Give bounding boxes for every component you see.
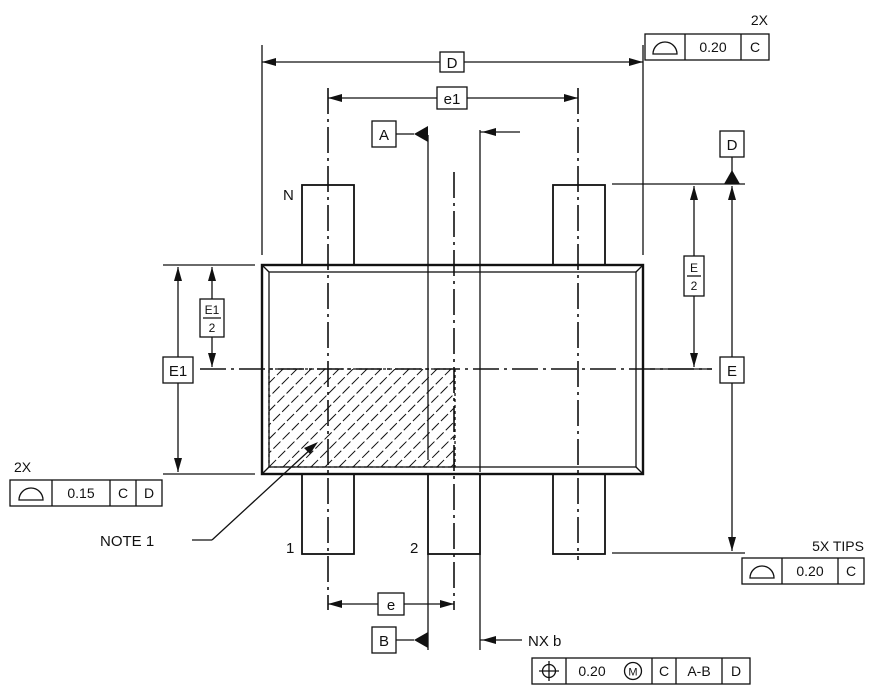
lead-bottom-right bbox=[552, 473, 606, 555]
hatch-line bbox=[338, 369, 438, 467]
fcf-tips-value: 0.20 bbox=[796, 563, 823, 579]
datum-d: D bbox=[719, 130, 745, 184]
pin1-hatched-region bbox=[268, 368, 647, 468]
hatch-line bbox=[422, 434, 455, 467]
half-e1-den: 2 bbox=[209, 321, 216, 335]
hatch-line bbox=[269, 369, 298, 398]
fcf-left: 2X 0.15 C D bbox=[9, 459, 163, 507]
hatch-line bbox=[507, 369, 605, 467]
datum-a-label: A bbox=[379, 127, 389, 144]
fcf-tips-datum: C bbox=[846, 563, 856, 579]
datum-b: B bbox=[371, 626, 428, 654]
hatch-line bbox=[282, 369, 382, 467]
dimension-half-e: E 2 bbox=[683, 186, 705, 367]
fcf-top-right: 2X 0.20 C bbox=[644, 12, 770, 61]
center-lines bbox=[200, 88, 712, 610]
pin-2-label: 2 bbox=[410, 540, 418, 557]
dim-e-label: E bbox=[727, 363, 737, 380]
note-1-label: NOTE 1 bbox=[100, 533, 154, 550]
dim-e1-side-label: E1 bbox=[169, 363, 187, 380]
half-e1-num: E1 bbox=[205, 303, 220, 317]
dimension-e: E bbox=[719, 186, 745, 551]
fcf-left-value: 0.15 bbox=[67, 485, 94, 501]
nx-b-callout: NX b bbox=[480, 633, 561, 650]
fcf-top-right-datum: C bbox=[750, 39, 760, 55]
fcf-position-datum1: C bbox=[659, 663, 669, 679]
datum-b-label: B bbox=[379, 633, 389, 650]
half-e-num: E bbox=[690, 261, 698, 275]
note-1-callout: NOTE 1 bbox=[100, 442, 318, 550]
lead-top-right bbox=[552, 184, 606, 266]
extension-lines bbox=[163, 45, 745, 650]
fcf-position-modifier: M bbox=[628, 667, 637, 679]
dimension-e-pitch: e bbox=[328, 592, 454, 616]
datum-a: A bbox=[371, 120, 428, 148]
hatch-line bbox=[269, 369, 284, 384]
nx-b-label: NX b bbox=[528, 633, 561, 650]
dimension-d: D bbox=[262, 51, 643, 73]
hatch-line bbox=[352, 369, 452, 467]
hatch-line bbox=[549, 369, 647, 467]
hatch-line bbox=[436, 448, 455, 467]
datum-d-label: D bbox=[727, 137, 738, 154]
fcf-top-right-count: 2X bbox=[751, 12, 769, 28]
fcf-left-count: 2X bbox=[14, 459, 32, 475]
dim-e-pitch-label: e bbox=[387, 597, 395, 614]
dimension-half-e1: E1 2 bbox=[199, 267, 225, 367]
hatch-line bbox=[269, 369, 354, 454]
hatch-line bbox=[269, 369, 368, 467]
fcf-tips: 5X TIPS 0.20 C bbox=[741, 538, 865, 585]
fcf-left-datum2: D bbox=[144, 485, 154, 501]
hatch-line bbox=[394, 406, 455, 467]
position-icon bbox=[539, 661, 559, 681]
half-e-den: 2 bbox=[691, 279, 698, 293]
hatch-line bbox=[296, 369, 396, 467]
hatch-line bbox=[269, 369, 270, 370]
fcf-top-right-value: 0.20 bbox=[699, 39, 726, 55]
hatch-line bbox=[324, 369, 424, 467]
fcf-position: 0.20 M C A-B D bbox=[531, 657, 751, 685]
hatch-line bbox=[269, 369, 326, 426]
hatch-line bbox=[450, 462, 455, 467]
dimension-e1: e1 bbox=[328, 86, 578, 110]
fcf-left-datum1: C bbox=[118, 485, 128, 501]
dim-d-label: D bbox=[447, 55, 458, 72]
fcf-tips-count: 5X TIPS bbox=[812, 538, 864, 554]
profile-of-surface-icon bbox=[749, 565, 775, 579]
hatch-line bbox=[366, 378, 455, 467]
profile-of-surface-icon bbox=[18, 487, 44, 501]
fcf-position-value: 0.20 bbox=[578, 663, 605, 679]
profile-of-surface-icon bbox=[652, 41, 678, 55]
hatch-line bbox=[310, 369, 410, 467]
hatch-line bbox=[380, 392, 455, 467]
fcf-position-datum2: A-B bbox=[687, 663, 710, 679]
hatch-line bbox=[408, 420, 455, 467]
hatch-line bbox=[493, 369, 591, 467]
hatch-line bbox=[269, 369, 340, 440]
hatch-line bbox=[535, 369, 633, 467]
hatch-line bbox=[479, 369, 577, 467]
pin-1-label: 1 bbox=[286, 540, 294, 557]
pin-n-label: N bbox=[283, 187, 294, 204]
mmc-modifier-icon: M bbox=[623, 661, 643, 681]
dimension-e1-side: E1 bbox=[162, 267, 194, 472]
edge-arrow-top bbox=[480, 128, 520, 136]
hatch-line bbox=[521, 369, 619, 467]
fcf-position-datum3: D bbox=[731, 663, 741, 679]
dim-e1-label: e1 bbox=[444, 91, 461, 108]
